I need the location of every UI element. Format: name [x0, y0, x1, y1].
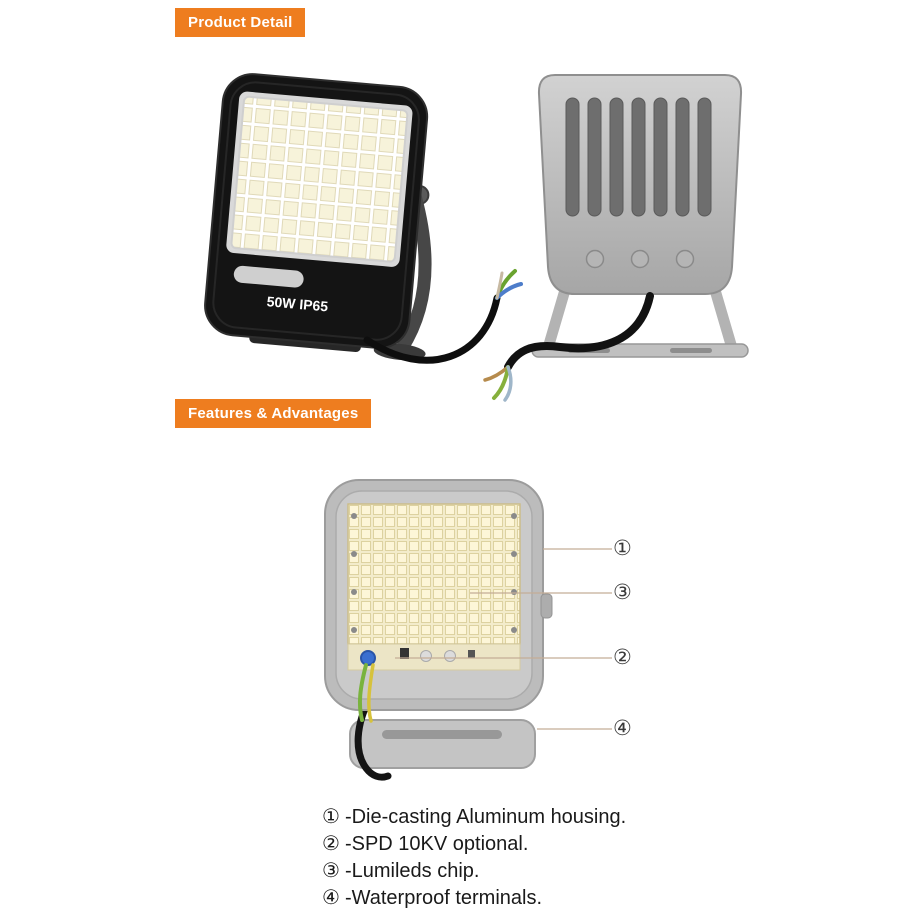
- callout-number-4: ④: [613, 717, 632, 740]
- callout-number-3: ③: [613, 581, 632, 604]
- front-wire-blue: [495, 282, 523, 300]
- legend-number: ①: [322, 806, 340, 828]
- heat-sink-fins: [565, 97, 712, 217]
- features-badge: Features & Advantages: [175, 399, 372, 428]
- pcb-screws: [351, 513, 517, 633]
- legend: ①-Die-casting Aluminum housing. ②-SPD 10…: [322, 804, 626, 912]
- legend-text: -Lumileds chip.: [344, 860, 480, 882]
- driver-components: [347, 643, 521, 671]
- legend-row: ③-Lumileds chip.: [322, 858, 626, 885]
- callout-number-1: ①: [613, 537, 632, 560]
- ground-wires: [357, 663, 375, 723]
- front-power-cable: [363, 269, 523, 364]
- back-terminal-knobs: [585, 249, 695, 269]
- features-badge-label: Features & Advantages: [188, 405, 359, 422]
- back-power-cable: [483, 292, 654, 402]
- legend-text: -Waterproof terminals.: [344, 887, 543, 909]
- legend-number: ③: [322, 860, 340, 882]
- back-wire-blue: [503, 365, 513, 402]
- front-floodlight-photo: 50W IP65: [204, 73, 523, 364]
- legend-row: ②-SPD 10KV optional.: [322, 831, 626, 858]
- front-led-panel: [230, 95, 409, 263]
- legend-row: ①-Die-casting Aluminum housing.: [322, 804, 626, 831]
- terminal-slot: [382, 730, 502, 739]
- bottom-housing: [349, 719, 536, 769]
- front-wattage-label: 50W IP65: [266, 293, 329, 314]
- led-pcb: [347, 503, 521, 645]
- front-reflector-strip: [233, 265, 304, 288]
- spd-connector: [360, 650, 376, 666]
- callout-number-2: ②: [613, 646, 632, 669]
- legend-number: ④: [322, 887, 340, 909]
- legend-text: -Die-casting Aluminum housing.: [344, 806, 627, 828]
- product-detail-badge: Product Detail: [175, 8, 306, 37]
- front-wire-bare: [495, 271, 504, 300]
- legend-number: ②: [322, 833, 340, 855]
- hinge-tab: [540, 593, 553, 619]
- callout-lines: [395, 548, 612, 730]
- product-detail-badge-label: Product Detail: [188, 14, 293, 31]
- front-body-inner-edge: [212, 81, 420, 341]
- legend-row: ④-Waterproof terminals.: [322, 885, 626, 912]
- internal-structure-photo: [324, 479, 553, 781]
- back-floodlight-photo: [483, 74, 749, 402]
- legend-text: -SPD 10KV optional.: [344, 833, 529, 855]
